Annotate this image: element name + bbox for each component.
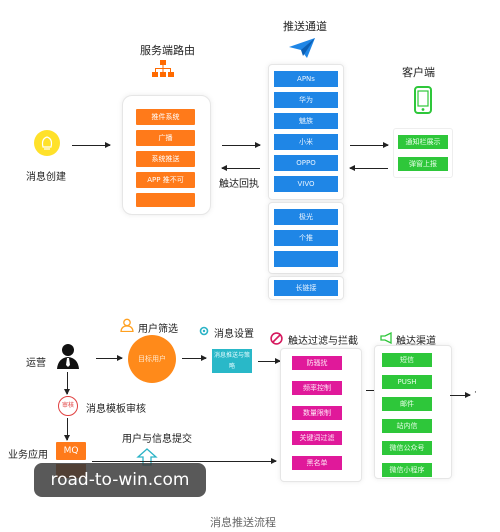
client-title: 客户端 [402, 66, 435, 79]
ops-label: 运营 [26, 358, 46, 369]
arrow-ops-to-audit [64, 372, 70, 395]
channel-xiaomi: 小米 [274, 134, 338, 150]
arrow-callback [221, 165, 260, 171]
channels-last-panel: 长链接 [268, 276, 344, 300]
router-item-5 [136, 193, 195, 207]
reach-sms: 短信 [382, 353, 432, 367]
msg-settings-box: 消息推送与策略 [212, 349, 252, 373]
arrow-router-to-channels [222, 142, 261, 148]
channel-getui: 个推 [274, 230, 338, 246]
watermark: road-to-win.com [34, 463, 206, 497]
channel-blank [274, 251, 338, 267]
biz-label: 业务应用 [8, 450, 48, 461]
arrow-client-to-channels [349, 165, 388, 171]
channel-huawei: 华为 [274, 92, 338, 108]
filter-item-4: 关键词过滤 [292, 431, 342, 445]
phone-icon [414, 86, 432, 114]
reach-inbox: 站内信 [382, 419, 432, 433]
filter-item-5: 黑名单 [292, 456, 342, 470]
user-outline-icon [120, 318, 134, 332]
template-label: 消息模板审核 [86, 404, 146, 415]
router-title: 服务端路由 [140, 44, 195, 57]
user-info-label: 用户与信息提交 [122, 434, 192, 445]
router-item-4: APP 推不可 [136, 172, 195, 188]
client-item-notify: 通知栏展示 [398, 135, 448, 149]
reach-wechat-oa: 微信公众号 [382, 441, 432, 455]
client-panel: 通知栏展示 弹窗上报 [393, 128, 453, 178]
reach-wechat-mini: 微信小程序 [382, 463, 432, 477]
arrow-ops-to-filter [96, 355, 123, 361]
msg-settings-label: 消息设置 [214, 329, 254, 340]
gear-icon [199, 326, 209, 336]
router-item-1: 推件系统 [136, 109, 195, 125]
arrow-channels-out [450, 392, 471, 398]
caption: 消息推送流程 [210, 516, 276, 529]
mq-box: MQ [56, 442, 86, 460]
filter-item-1: 防骚扰 [292, 356, 342, 370]
channels-extra-panel: 极光 个推 [268, 202, 344, 274]
arrow-create-to-router [72, 142, 111, 148]
channels-title: 触达渠道 [396, 336, 436, 347]
arrow-mq-to-filter [92, 458, 277, 464]
channel-meizu: 魅族 [274, 113, 338, 129]
megaphone-icon [380, 332, 392, 344]
router-panel: 推件系统 广播 系统推送 APP 推不可 [122, 95, 211, 215]
channel-apns: APNs [274, 71, 338, 87]
channel-vivo: VIVO [274, 176, 338, 192]
router-item-2: 广播 [136, 130, 195, 146]
filter-title: 触达过滤与拦截 [288, 336, 358, 347]
channel-long-link: 长链接 [274, 280, 338, 296]
reach-email: 邮件 [382, 397, 432, 411]
channel-jiguang: 极光 [274, 209, 338, 225]
user-filter-circle: 目标用户 [128, 335, 176, 383]
forbidden-icon [270, 332, 283, 345]
person-icon [57, 344, 79, 369]
client-item-report: 弹窗上报 [398, 157, 448, 171]
filter-item-3: 数量限制 [292, 406, 342, 420]
network-icon [152, 60, 174, 77]
reach-panel: 短信 PUSH 邮件 站内信 微信公众号 微信小程序 [374, 345, 452, 479]
arrow-filter-to-settings [182, 355, 207, 361]
channel-oppo: OPPO [274, 155, 338, 171]
channel-title: 推送通道 [283, 20, 327, 33]
audit-badge: 审核 [58, 396, 78, 416]
callback-label: 触达回执 [219, 179, 259, 190]
ellipsis-dots: · [474, 388, 477, 398]
user-filter-label: 用户筛选 [138, 324, 178, 335]
channels-main-panel: APNs 华为 魅族 小米 OPPO VIVO [268, 64, 344, 200]
paper-plane-icon [289, 38, 315, 58]
arrow-channels-to-client [350, 142, 389, 148]
arrow-settings-to-filter [258, 358, 281, 364]
create-label: 消息创建 [26, 172, 66, 183]
filter-panel: 防骚扰 频率控制 数量限制 关键词过滤 黑名单 [280, 348, 362, 482]
filter-item-2: 频率控制 [292, 381, 342, 395]
router-item-3: 系统推送 [136, 151, 195, 167]
reach-push: PUSH [382, 375, 432, 389]
lightbulb-icon [34, 130, 60, 156]
arrow-audit-to-mq [64, 418, 70, 441]
